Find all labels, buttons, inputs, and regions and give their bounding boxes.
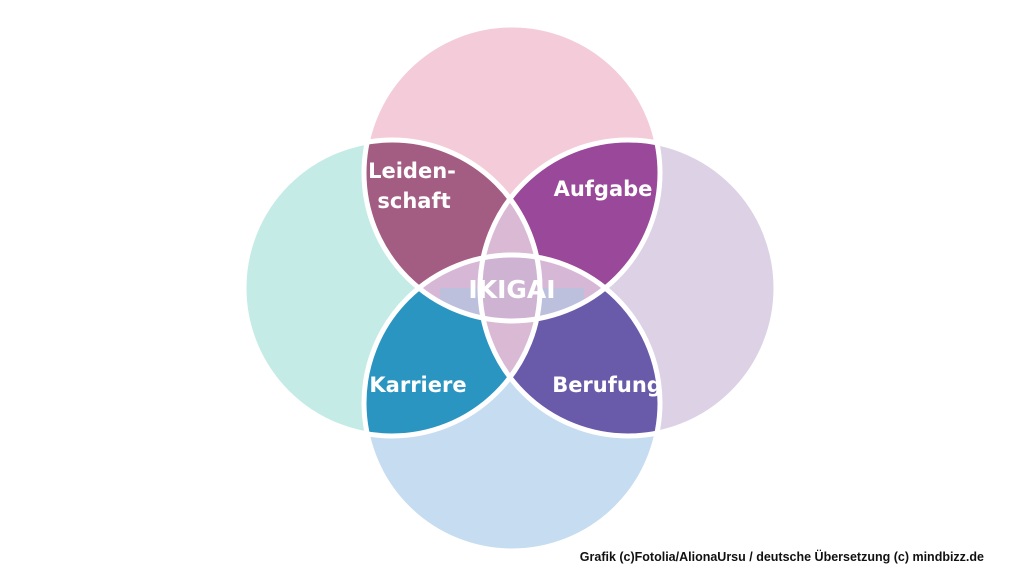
label-mission: Aufgabe [554, 177, 653, 201]
circle-outlines [241, 22, 779, 554]
label-passion-line2: schaft [377, 189, 450, 213]
label-ikigai: IKIGAI [468, 275, 555, 304]
image-credit: Grafik (c)Fotolia/AlionaUrsu / deutsche … [579, 550, 984, 564]
label-profession: Karriere [369, 373, 466, 397]
label-passion-line1: Leiden- [368, 159, 456, 183]
label-vocation: Berufung [552, 373, 662, 397]
